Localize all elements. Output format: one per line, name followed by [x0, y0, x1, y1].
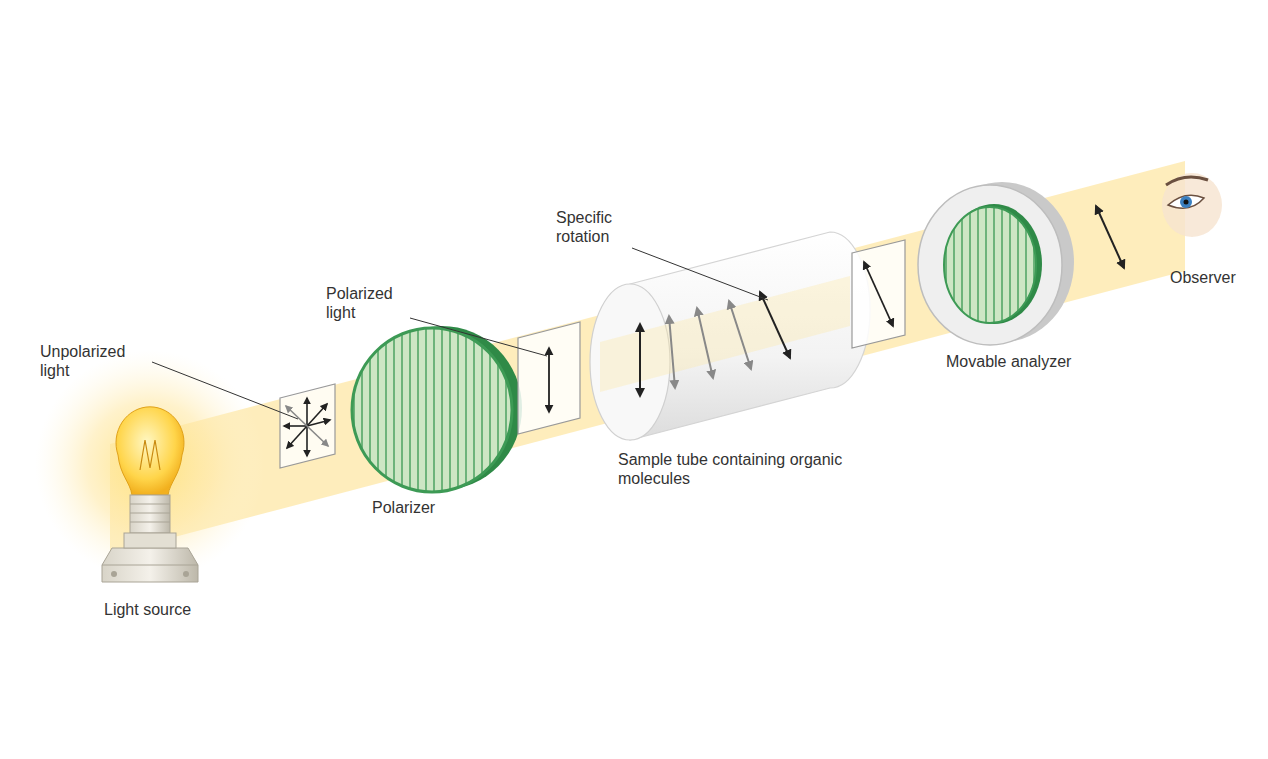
analyzer-label: Movable analyzer: [946, 352, 1126, 371]
label-holder: Light source: [104, 600, 244, 619]
rotating-polarization-arrows: [640, 292, 790, 396]
rotation-label: Specific rotation: [556, 208, 648, 246]
movable-analyzer: [918, 182, 1074, 345]
observer-eye: [1162, 173, 1222, 237]
leader-lines: [152, 248, 768, 419]
light-bulb: [102, 407, 198, 582]
bulb-glow: [35, 350, 265, 580]
light-label: Unpolarized light: [40, 342, 152, 380]
rotated-light-panel: [852, 240, 905, 348]
label-holder: Polarizer: [372, 498, 492, 517]
observer-label: Observer: [1170, 268, 1262, 287]
label-holder: Specific rotation: [556, 208, 648, 246]
label-holder: Movable analyzer: [946, 352, 1126, 371]
sample-label: Sample tube containing organic molecules: [618, 450, 850, 488]
sample-tube: [590, 232, 870, 440]
polarizer-disc: [352, 326, 522, 492]
analyzed-light-arrow: [1096, 206, 1124, 268]
polarizer-label: Polarizer: [372, 498, 492, 517]
light-label: Polarized light: [326, 284, 422, 322]
light-beam: [110, 161, 1185, 554]
label-holder: Unpolarized light: [40, 342, 152, 380]
label-holder: Polarized light: [326, 284, 422, 322]
label-holder: Sample tube containing organic molecules: [618, 450, 850, 488]
polarized-panel: [518, 322, 580, 434]
label-holder: Observer: [1170, 268, 1262, 287]
unpolarized-frame: [280, 384, 335, 468]
source-label: Light source: [104, 600, 244, 619]
